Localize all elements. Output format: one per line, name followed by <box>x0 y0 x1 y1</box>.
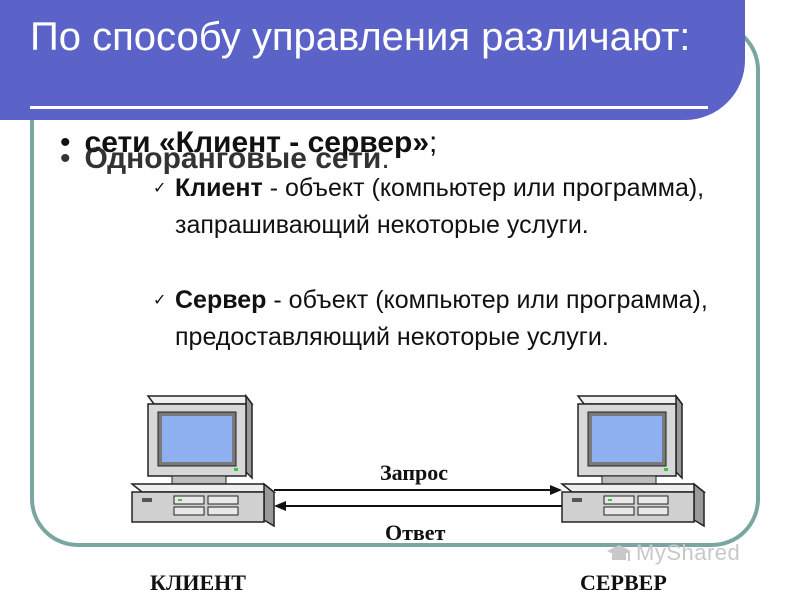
arrow-right-icon <box>274 485 562 495</box>
mortarboard-icon <box>607 545 631 562</box>
bullet-dot: • <box>60 142 71 175</box>
title-underline <box>30 106 708 109</box>
check-icon: ✓ <box>153 292 167 309</box>
bullet-term: сети «Клиент - сервер» <box>84 126 430 159</box>
check-icon: ✓ <box>153 180 167 197</box>
definition-client: ✓ Клиент - объект (компьютер или програм… <box>153 170 735 244</box>
bullet-punct: ; <box>429 126 438 159</box>
definition-text: - объект (компьютер или программа), запр… <box>175 174 705 239</box>
request-response-arrows <box>274 485 562 511</box>
bullet-term: Одноранговые сети <box>84 142 382 175</box>
bullet-peer-to-peer: • Одноранговые сети. <box>60 142 390 176</box>
watermark-text: MyShared <box>636 540 741 565</box>
bullet-dot: • <box>60 126 71 159</box>
arrow-left-icon <box>274 501 562 511</box>
slide-header: По способу управления различают: <box>0 0 745 120</box>
client-label: КЛИЕНТ <box>150 570 246 595</box>
response-label: Ответ <box>385 520 446 545</box>
watermark: MyShared <box>606 540 740 566</box>
server-label: СЕРВЕР <box>580 570 667 595</box>
computer-icon <box>559 393 707 528</box>
definition-term: Клиент <box>175 174 263 202</box>
bullet-client-server: • сети «Клиент - сервер»; <box>60 126 437 160</box>
computer-icon <box>129 393 277 528</box>
definition-text: - объект (компьютер или программа), пред… <box>175 286 708 351</box>
slide-title: По способу управления различают: <box>30 15 691 59</box>
request-label: Запрос <box>380 460 448 485</box>
definition-server: ✓ Сервер - объект (компьютер или програм… <box>153 282 735 356</box>
definition-term: Сервер <box>175 286 267 314</box>
bullet-punct: . <box>381 142 390 175</box>
